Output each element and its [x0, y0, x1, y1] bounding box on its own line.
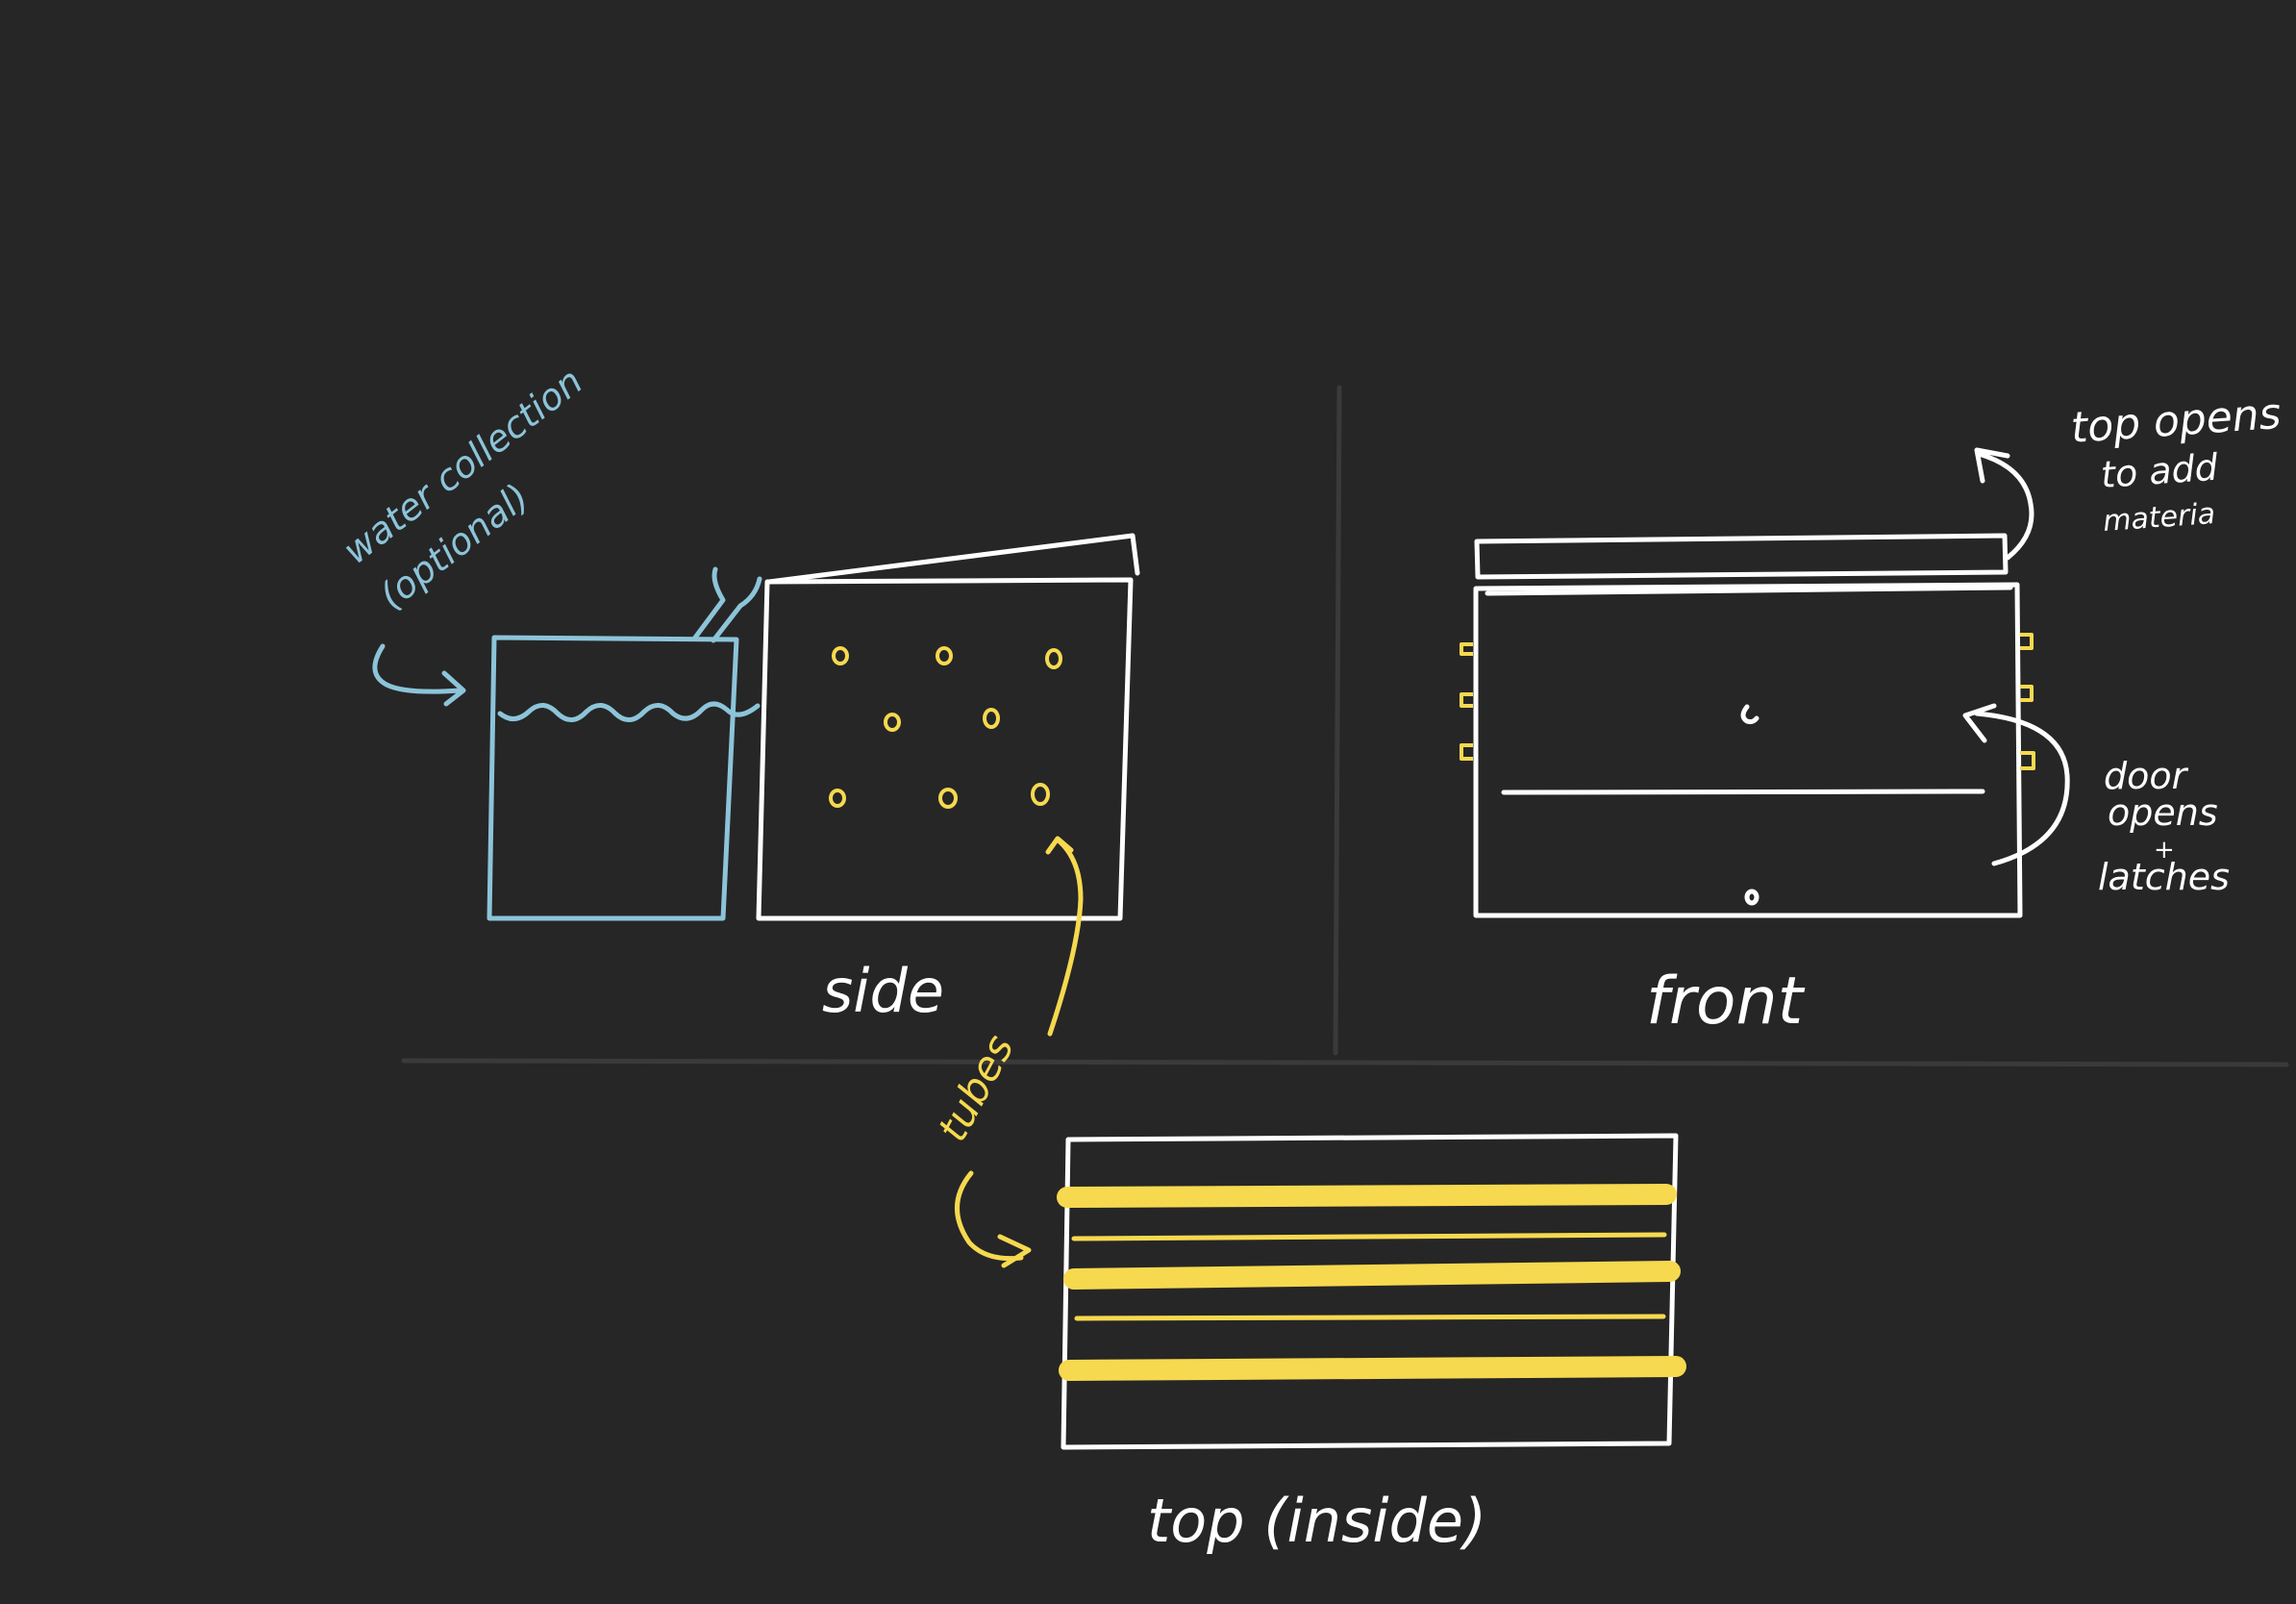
side-view-box [756, 533, 1140, 921]
top-view-box [1061, 1133, 1679, 1450]
top-box-outline [1061, 1133, 1679, 1450]
water-surface-wave [497, 701, 761, 722]
top-opens-line2: to add [2100, 446, 2220, 496]
tube-hole [884, 713, 901, 732]
vertical-divider [1333, 385, 1342, 1056]
connector-spout [692, 566, 762, 643]
door-opens-note: door opens + latches [2098, 755, 2230, 898]
door-open-arrow [1962, 703, 2070, 866]
front-lid [1474, 533, 2009, 580]
side-label: side [822, 956, 944, 1026]
tube-hole [1045, 648, 1062, 669]
tube-hole [936, 646, 953, 665]
top-opens-note: top opens to add materia [2069, 389, 2283, 539]
tube-hole [938, 788, 958, 809]
tank-outline [487, 635, 739, 921]
door-opens-line2: opens [2108, 791, 2218, 834]
front-label: front [1646, 964, 1806, 1040]
tube-thin [1071, 1232, 1667, 1241]
lid-open-arrow [1974, 447, 2034, 561]
panel-dividers [401, 385, 2289, 1067]
top-opens-line3: materia [2102, 497, 2216, 539]
tube-thin [1074, 1314, 1666, 1321]
horizontal-divider [401, 1058, 2289, 1067]
side-box-outline [756, 577, 1134, 921]
tube-hole [829, 789, 846, 808]
latch-left [1460, 642, 1473, 656]
drain-hole [1744, 889, 1759, 906]
latch-right [2020, 685, 2034, 702]
tube-hole [983, 708, 1000, 729]
latch-left [1460, 743, 1473, 761]
latch-left [1460, 692, 1473, 708]
tube-thick [1059, 1356, 1686, 1381]
tubes-arrow [1045, 836, 1084, 1037]
tube-hole [832, 646, 849, 665]
side-view-tube-holes [829, 646, 1062, 809]
front-box-outline [1473, 582, 2023, 918]
door-opens-plus: + [2154, 836, 2175, 865]
tubes-label: tubes [929, 1027, 1023, 1149]
front-latches [1460, 633, 2035, 770]
tube-hole [1031, 783, 1050, 806]
tube-thick [1063, 1261, 1681, 1290]
top-view-tubes [1057, 1184, 1686, 1381]
front-view-box [1473, 447, 2070, 918]
side-box-lid [766, 533, 1140, 585]
tube-thick [1057, 1184, 1677, 1208]
door-line [1501, 789, 1985, 795]
door-handle [1740, 704, 1759, 725]
water-arrow [372, 643, 466, 707]
top-inside-label: top (inside) [1147, 1486, 1486, 1556]
front-inner-top-line [1485, 585, 2013, 596]
door-opens-line1: door [2104, 755, 2189, 797]
top-opens-line1: top opens [2069, 389, 2283, 453]
water-collection-tank [372, 566, 762, 921]
door-opens-line3: latches [2098, 856, 2230, 898]
latch-right [2020, 751, 2035, 770]
latch-right [2020, 633, 2034, 650]
top-tubes-arrow [955, 1170, 1032, 1268]
